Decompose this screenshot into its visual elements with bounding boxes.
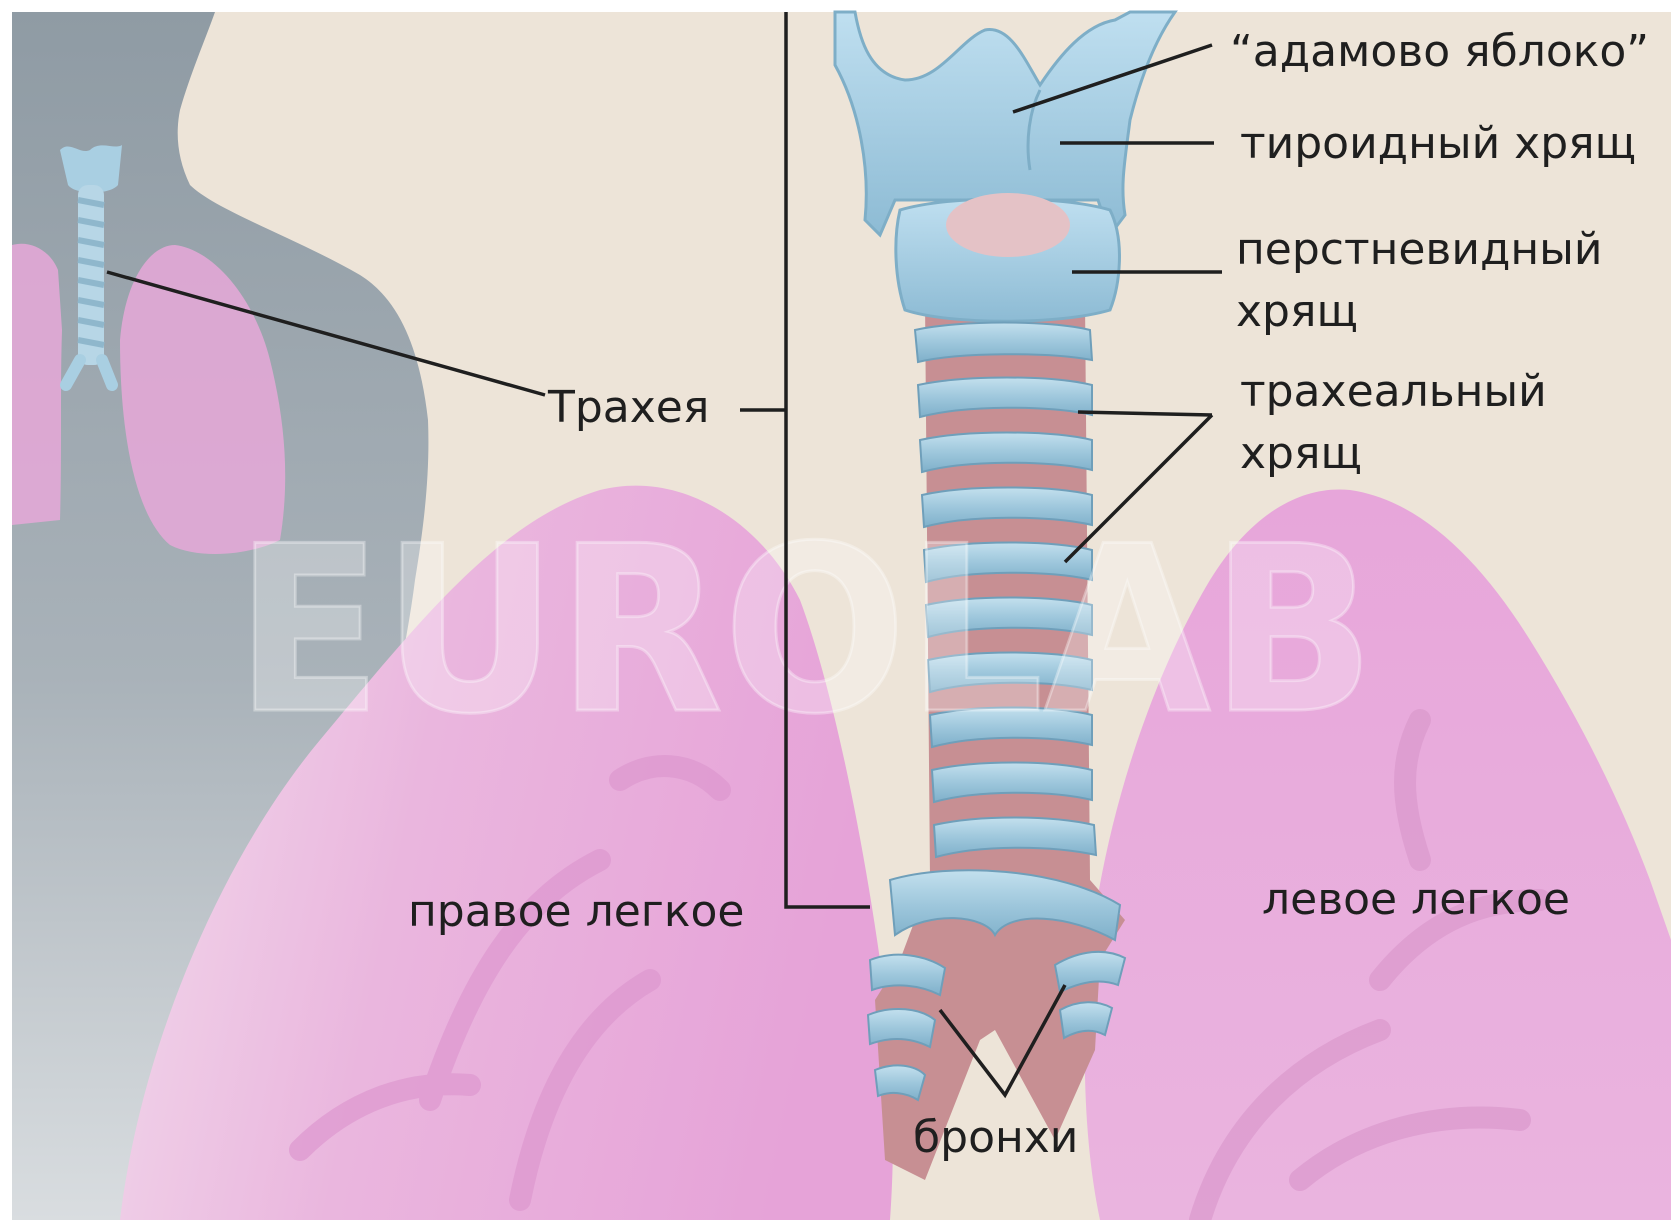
label-thyroid-cartilage: тироидный хрящ: [1240, 114, 1636, 174]
label-right-lung: правое легкое: [408, 882, 744, 942]
label-bronchi: бронхи: [913, 1108, 1078, 1168]
label-tracheal-line1: трахеальный: [1240, 362, 1547, 422]
label-trachea: Трахея: [548, 378, 709, 438]
label-cricoid-line1: перстневидный: [1236, 220, 1602, 280]
label-cricoid-line2: хрящ: [1236, 282, 1358, 342]
small-right-lung: [12, 244, 62, 525]
larynx-opening: [946, 193, 1070, 257]
label-adams-apple: “адамово яблоко”: [1230, 22, 1649, 82]
label-tracheal-line2: хрящ: [1240, 424, 1362, 484]
watermark: EUROLAB: [235, 498, 1375, 765]
label-left-lung: левое легкое: [1262, 870, 1570, 930]
